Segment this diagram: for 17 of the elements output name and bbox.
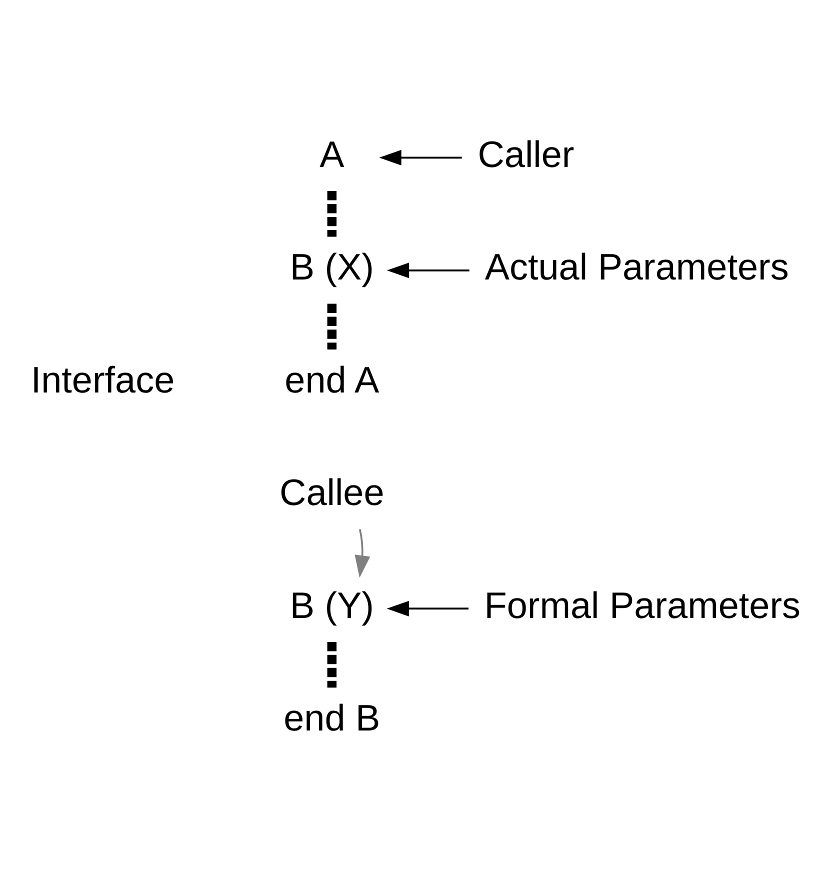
node-text: Formal Parameters <box>484 584 801 626</box>
node-text: B (X) <box>290 246 374 288</box>
node-text: end B <box>284 698 380 739</box>
node-text: B (Y) <box>290 584 374 626</box>
arrow <box>386 262 470 278</box>
arrow <box>386 600 469 616</box>
connector <box>327 642 337 688</box>
arrow <box>354 529 370 578</box>
node-text: A <box>320 134 344 175</box>
node-text: Actual Parameters <box>484 246 789 288</box>
node-text: Caller <box>478 134 574 175</box>
label: Interface <box>30 359 175 400</box>
connector <box>327 191 337 237</box>
connector <box>327 304 337 350</box>
arrow <box>379 150 462 166</box>
node-text: end A <box>284 359 380 400</box>
node-text: Callee <box>280 472 384 514</box>
